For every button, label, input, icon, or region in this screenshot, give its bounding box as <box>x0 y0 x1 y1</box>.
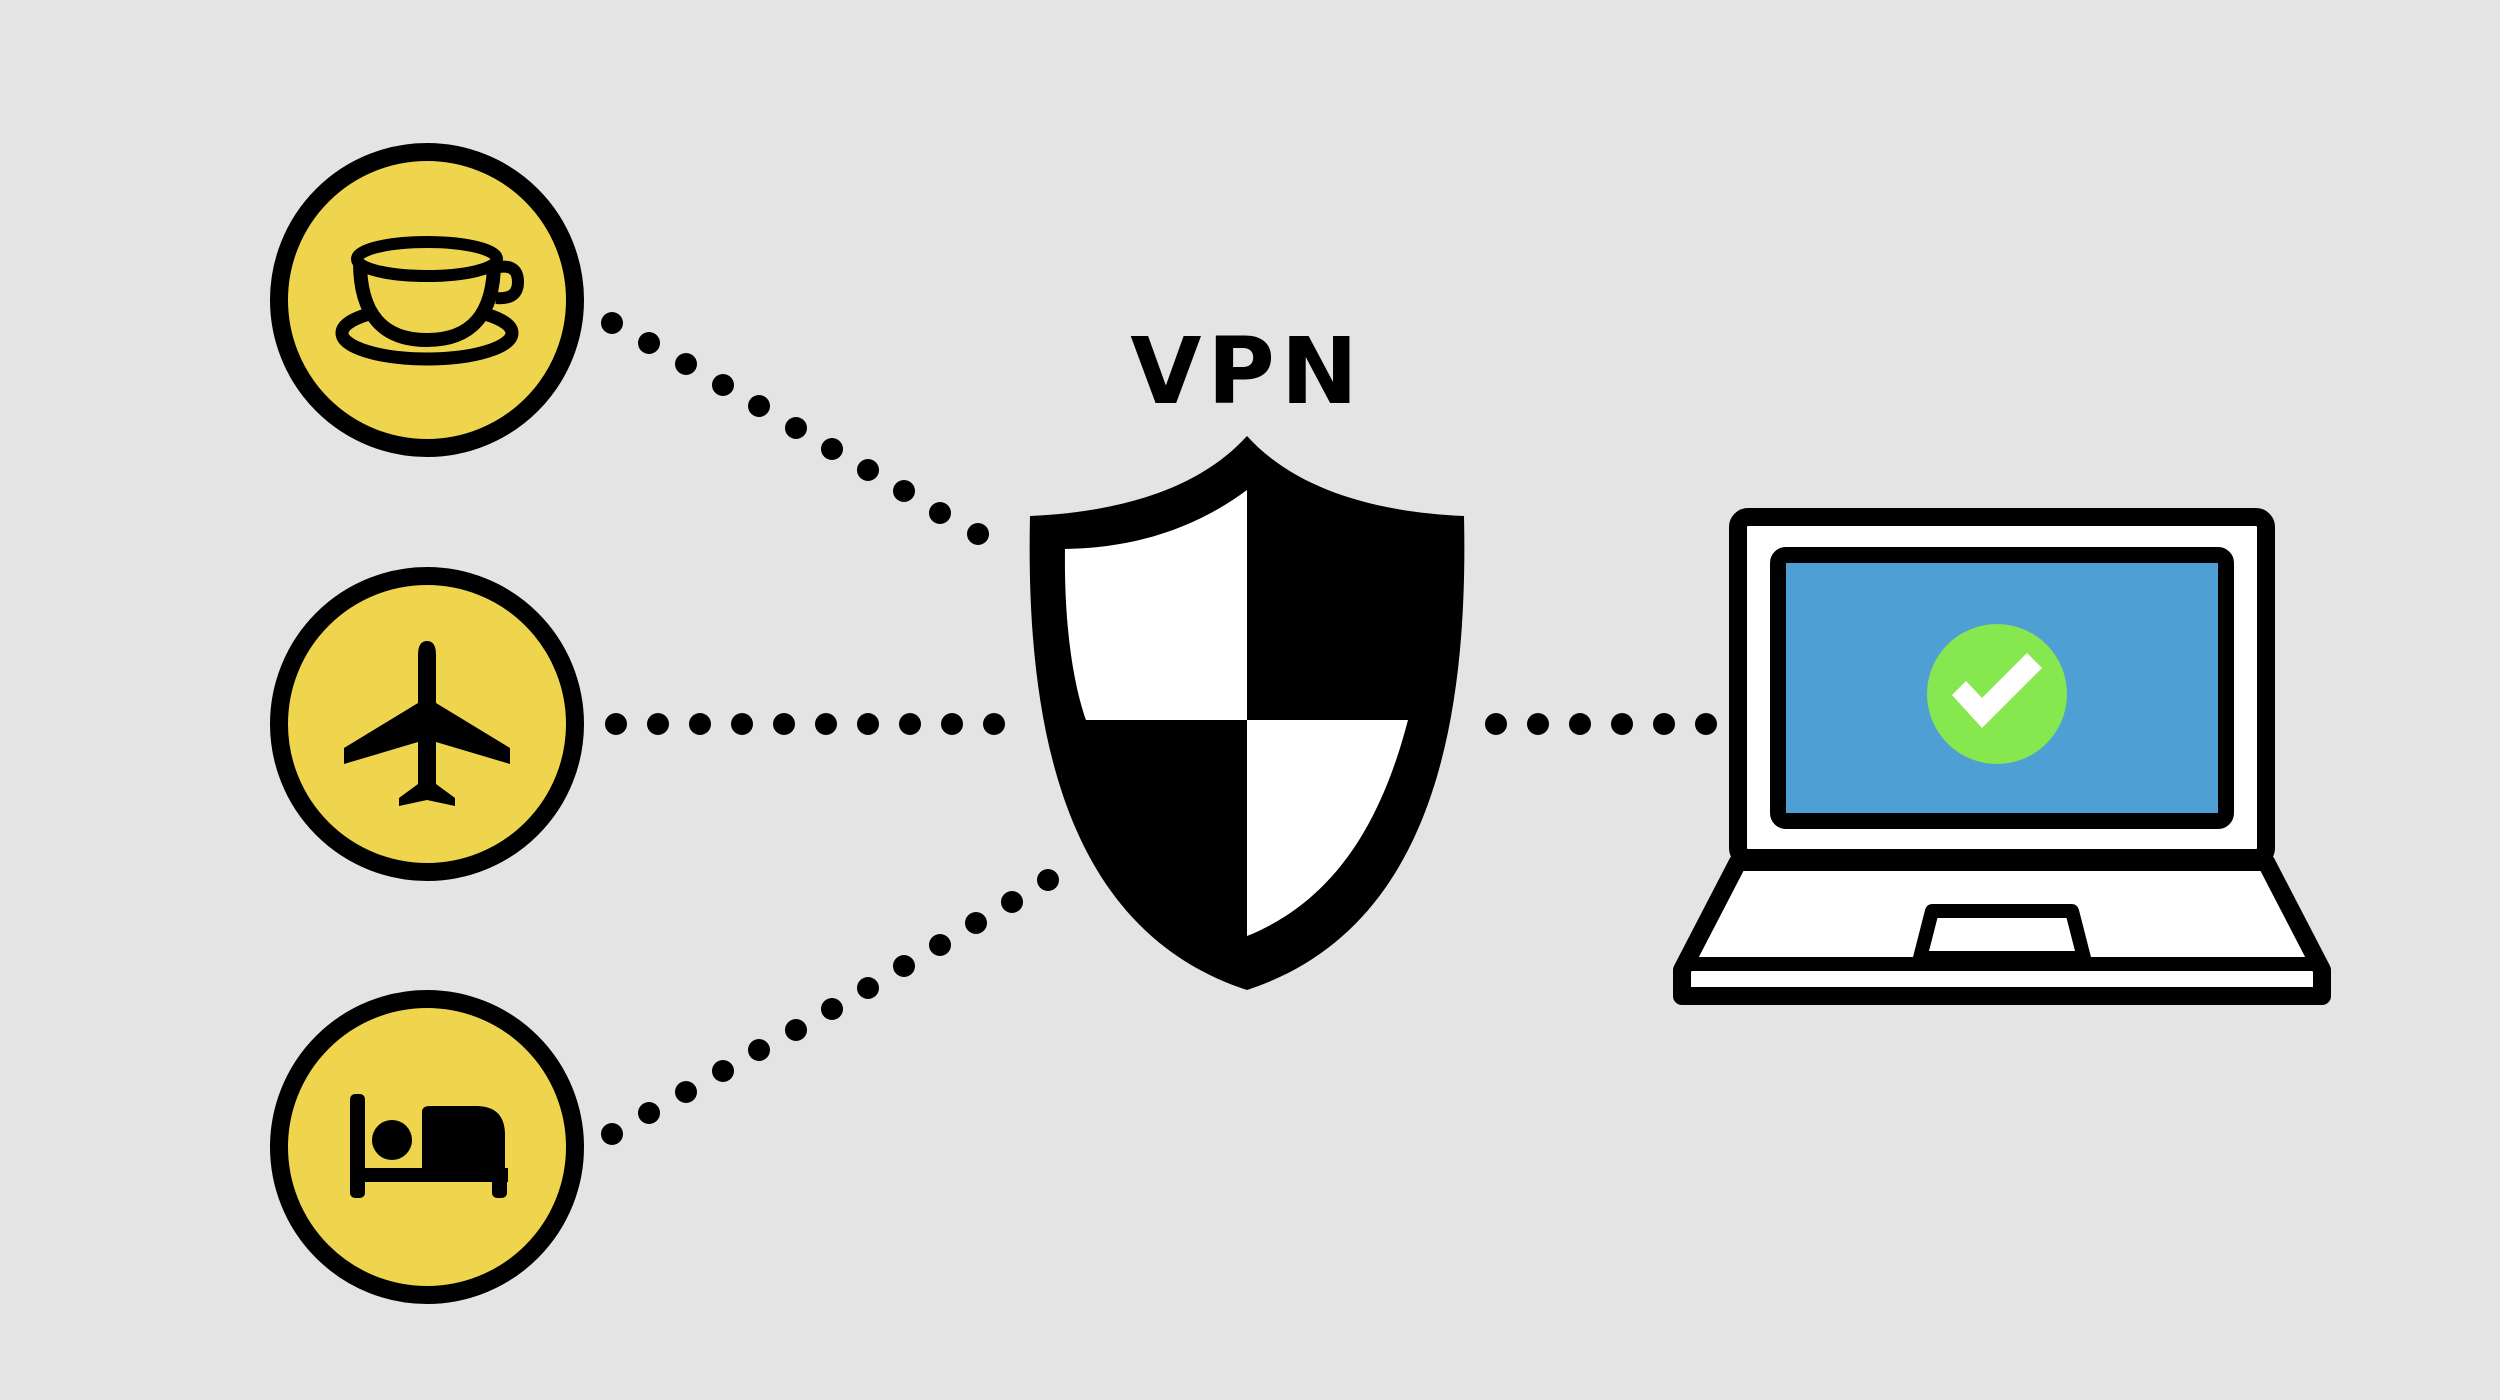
connection-dot <box>967 523 989 545</box>
airplane-node <box>270 567 584 881</box>
connection-dot <box>647 713 669 735</box>
connection-dot <box>941 713 963 735</box>
connection-dot <box>1695 713 1717 735</box>
shield-quadrant-bottom-right <box>1247 720 1408 936</box>
connection-dot <box>1611 713 1633 735</box>
connection-dot <box>731 713 753 735</box>
connection-dot <box>601 312 623 334</box>
connection-dot <box>1001 891 1023 913</box>
connection-bed-to-shield <box>601 869 1059 1145</box>
connection-dot <box>857 459 879 481</box>
laptop-icon <box>1673 508 2331 1005</box>
connection-dot <box>899 713 921 735</box>
bed-node <box>270 990 584 1304</box>
connection-dot <box>785 417 807 439</box>
connection-dot <box>601 1123 623 1145</box>
connection-dot <box>983 713 1005 735</box>
connection-dot <box>965 912 987 934</box>
connection-dot <box>821 438 843 460</box>
laptop-trackpad <box>1913 904 2091 965</box>
connection-shield-to-laptop <box>1485 713 1717 735</box>
status-check <box>1927 624 2067 764</box>
connection-dot <box>748 1039 770 1061</box>
connection-dot <box>1527 713 1549 735</box>
shield-quadrant-top-left <box>1064 490 1247 720</box>
connection-dot <box>857 713 879 735</box>
connection-dot <box>748 395 770 417</box>
connection-dot <box>675 1081 697 1103</box>
connection-dot <box>785 1019 807 1041</box>
vpn-label: VPN <box>1130 318 1364 425</box>
connection-dot <box>1653 713 1675 735</box>
connection-dot <box>929 934 951 956</box>
connection-airplane-to-shield <box>605 713 1005 735</box>
checkmark-icon <box>1952 653 2042 728</box>
coffee-cup-icon <box>335 236 525 366</box>
connection-dot <box>689 713 711 735</box>
connection-dot <box>815 713 837 735</box>
connection-dot <box>638 1102 660 1124</box>
connection-dot <box>929 502 951 524</box>
connection-dot <box>712 374 734 396</box>
shield-icon <box>1029 436 1465 990</box>
bed-icon <box>350 1094 508 1198</box>
connection-dot <box>773 713 795 735</box>
connection-dot <box>605 713 627 735</box>
connection-coffee-to-shield <box>601 312 989 545</box>
connection-dot <box>1485 713 1507 735</box>
connection-dot <box>893 955 915 977</box>
connection-dot <box>1037 869 1059 891</box>
connection-dot <box>821 998 843 1020</box>
connection-dot <box>712 1060 734 1082</box>
coffee-node <box>270 143 584 457</box>
connection-dot <box>675 353 697 375</box>
connection-dot <box>1569 713 1591 735</box>
airplane-icon <box>344 641 510 806</box>
connection-dot <box>893 480 915 502</box>
connection-dot <box>638 332 660 354</box>
connection-dot <box>857 977 879 999</box>
